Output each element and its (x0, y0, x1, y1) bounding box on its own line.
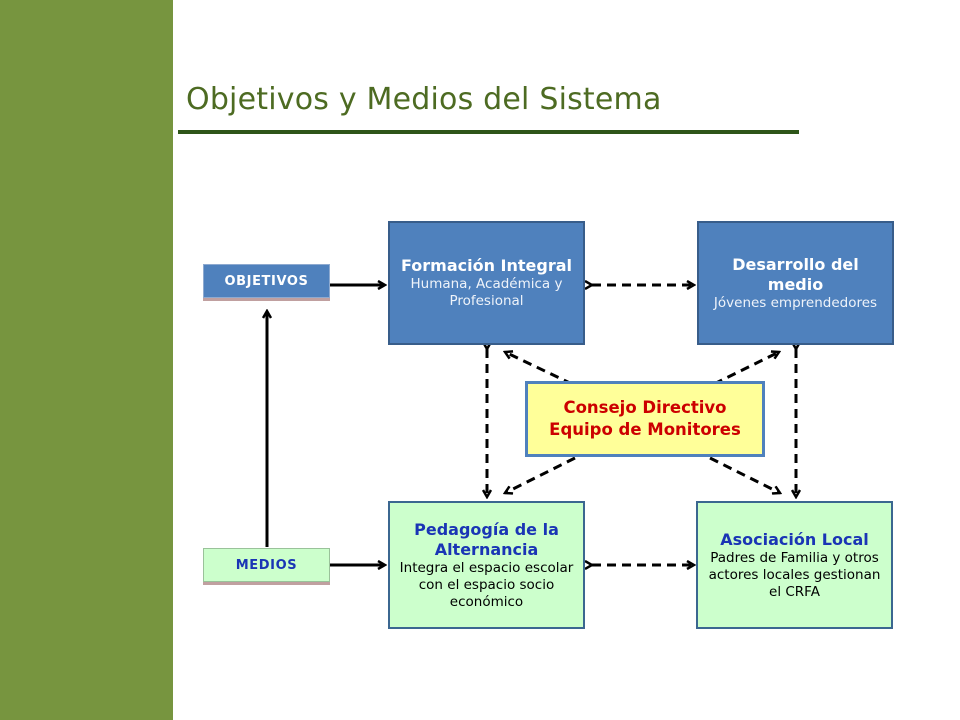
dashed-council-to-asociacion (709, 456, 780, 493)
medios-label: MEDIOS (203, 548, 330, 582)
dashed-council-to-formacion (505, 352, 573, 386)
asociacion-local-box: Asociación Local Padres de Familia y otr… (696, 501, 893, 629)
objetivos-label: OBJETIVOS (203, 264, 330, 298)
pedagogia-title: Pedagogía de la Alternancia (414, 519, 559, 559)
consejo-line2: Equipo de Monitores (549, 420, 741, 439)
asociacion-title: Asociación Local (720, 529, 869, 549)
consejo-line1: Consejo Directivo (563, 398, 727, 417)
dashed-council-to-desarrollo (713, 352, 779, 386)
formacion-title: Formación Integral (400, 256, 573, 275)
formacion-subtitle: Humana, Académica y Profesional (410, 276, 563, 309)
formacion-integral-box: Formación Integral Humana, Académica y P… (388, 221, 585, 345)
consejo-directivo-box: Consejo Directivo Equipo de Monitores (525, 381, 765, 457)
desarrollo-medio-box: Desarrollo del medio Jóvenes emprendedor… (697, 221, 894, 345)
pedagogia-subtitle: Integra el espacio escolar con el espaci… (399, 559, 574, 610)
dashed-council-to-pedagogia (505, 456, 576, 493)
slide-title: Objetivos y Medios del Sistema (186, 82, 662, 117)
green-sidebar (0, 0, 173, 720)
title-underline (178, 130, 799, 134)
pedagogia-alternancia-box: Pedagogía de la Alternancia Integra el e… (388, 501, 585, 629)
desarrollo-subtitle: Jóvenes emprendedores (713, 294, 878, 311)
asociacion-subtitle: Padres de Familia y otros actores locale… (708, 549, 881, 600)
desarrollo-title: Desarrollo del medio (732, 254, 859, 294)
